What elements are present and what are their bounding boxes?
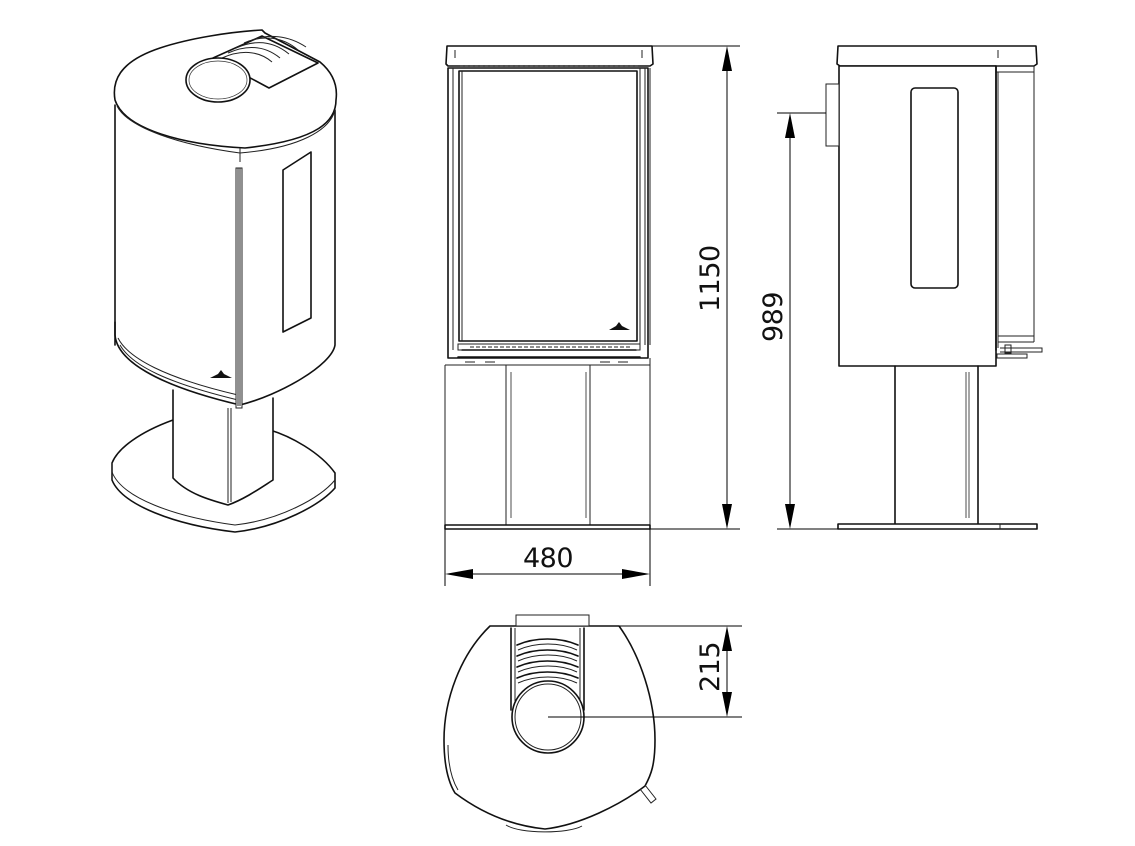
side-view [825,45,1043,530]
flue-height-dimension-label: 989 [758,292,789,342]
flue-offset-dimension-label: 215 [695,642,726,692]
height-dimension-label: 1150 [695,245,726,312]
front-view [444,45,654,530]
dimension-flue-offset-215: 215 [548,625,742,718]
brand-logo-icon [210,370,232,378]
dimension-width-480: 480 [444,529,651,586]
top-view [443,614,657,833]
dimension-flue-height-989: 989 [758,112,838,530]
dimension-height-1150: 1150 [650,45,740,530]
brand-logo-icon [609,322,630,330]
perspective-view [111,29,338,533]
width-dimension-label: 480 [523,543,573,574]
